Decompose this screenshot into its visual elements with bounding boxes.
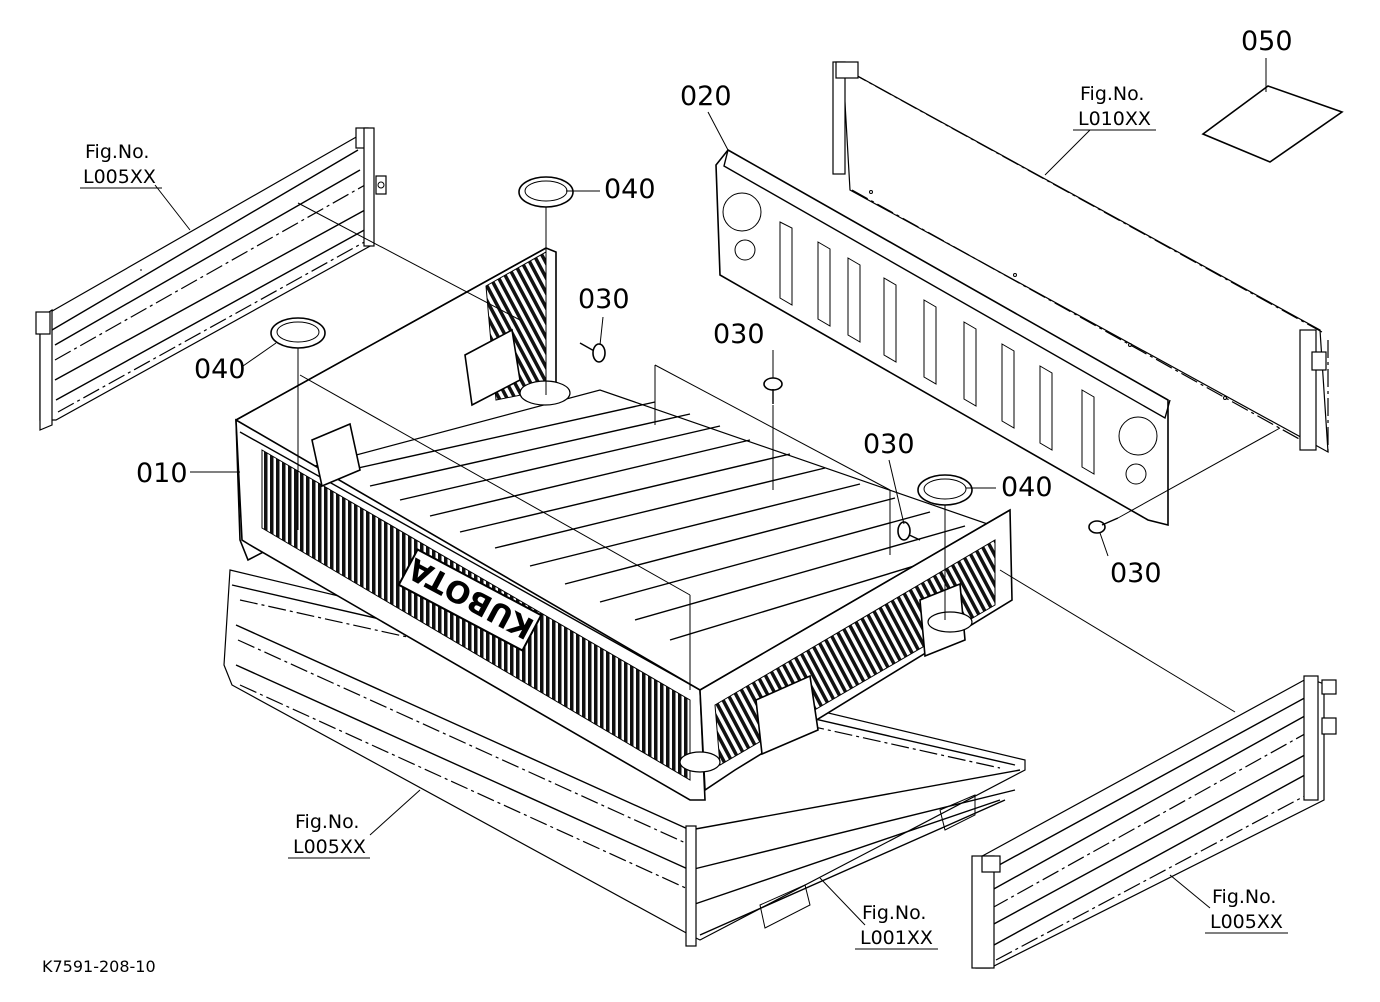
label-030-d: 030 xyxy=(1110,558,1162,589)
tailgate-slots xyxy=(779,221,1095,475)
fig-ref-rear-title: Fig.No. xyxy=(1080,83,1144,105)
label-040-c: 040 xyxy=(1001,472,1053,503)
leader-lines xyxy=(154,111,1211,926)
part-labels: 010 020 030 030 030 030 040 040 040 050 xyxy=(136,26,1293,589)
label-040-b: 040 xyxy=(194,354,246,385)
right-side-panel xyxy=(971,675,1337,969)
fig-ref-right-panel: Fig.No. L005XX xyxy=(1205,886,1288,934)
left-side-panel xyxy=(35,127,387,431)
label-030-b: 030 xyxy=(713,319,765,350)
bolt-030-a xyxy=(579,342,606,363)
fig-ref-left-title: Fig.No. xyxy=(85,141,149,163)
fig-ref-bottom-code: L001XX xyxy=(860,927,933,949)
label-010: 010 xyxy=(136,458,188,489)
fig-ref-left-panel: Fig.No. L005XX xyxy=(80,141,162,189)
bolt-030-d xyxy=(1088,517,1119,534)
cap-040-a xyxy=(518,176,574,395)
label-030-a: 030 xyxy=(578,284,630,315)
fig-ref-front-title: Fig.No. xyxy=(295,811,359,833)
assembly-lines xyxy=(297,202,1281,713)
cap-040-c xyxy=(917,474,973,620)
fig-ref-right-title: Fig.No. xyxy=(1212,886,1276,908)
label-040-a: 040 xyxy=(604,174,656,205)
tailgate-panel-020 xyxy=(715,148,1171,527)
fig-ref-rear-panel: Fig.No. L010XX xyxy=(1073,83,1156,131)
cargo-bed-010: KUBOTA xyxy=(235,247,1013,801)
sheet-050 xyxy=(1201,58,1344,163)
label-020: 020 xyxy=(680,81,732,112)
fig-ref-right-code: L005XX xyxy=(1210,911,1283,933)
cap-040-b xyxy=(270,317,326,530)
fig-ref-front-panel: Fig.No. L005XX xyxy=(288,811,370,859)
rear-side-panel xyxy=(832,61,1329,454)
fig-ref-front-code: L005XX xyxy=(293,836,366,858)
fig-ref-rear-code: L010XX xyxy=(1078,108,1151,130)
fig-ref-bottom-frame: Fig.No. L001XX xyxy=(855,902,938,950)
label-050: 050 xyxy=(1241,26,1293,57)
drawing-number: K7591-208-10 xyxy=(42,957,156,976)
fig-ref-bottom-title: Fig.No. xyxy=(862,902,926,924)
fig-ref-left-code: L005XX xyxy=(83,166,156,188)
bolt-030-b xyxy=(763,377,783,404)
label-030-c: 030 xyxy=(863,429,915,460)
